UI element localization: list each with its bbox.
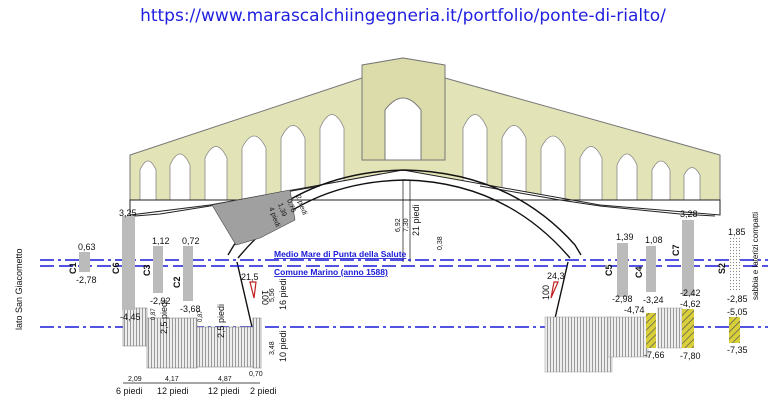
- bore-c5: [617, 243, 628, 297]
- slope-right-base: 100: [541, 285, 551, 300]
- c6-bottom: -4,45: [120, 312, 141, 322]
- pile-piedi: 10 piedi: [278, 330, 288, 362]
- span-3-m: 4,87: [218, 376, 232, 383]
- side-label: lato San Giacometto: [14, 248, 24, 330]
- span-2-m: 4,17: [165, 376, 179, 383]
- bore-c3: [153, 246, 163, 293]
- c3-bottom: -2,92: [150, 296, 171, 306]
- bore-s2: [729, 238, 740, 292]
- span-4-m: 0,70: [249, 371, 263, 378]
- arcade-arches: [139, 114, 701, 201]
- s2-name: S2: [717, 263, 727, 274]
- c6-name: C6: [111, 262, 121, 274]
- bore-c2: [183, 246, 193, 301]
- bore-s2-deep: [729, 317, 740, 343]
- step-2: 0,87: [198, 310, 204, 322]
- slope-marker-right: [550, 281, 559, 299]
- arch-base-offset: 0,38: [437, 236, 444, 250]
- c5-name: C5: [604, 264, 614, 276]
- bore-c6: [122, 216, 135, 310]
- span-1-m: 2,09: [128, 376, 142, 383]
- step-1-piedi: 2,5 piedi: [159, 300, 169, 334]
- left-foundation-piles: [122, 307, 262, 369]
- s2-deep-bottom: -7,35: [727, 345, 748, 355]
- c2-top: 0,72: [182, 236, 200, 246]
- step-2-piedi: 2,5 piedi: [216, 304, 226, 338]
- label-medio-mare: Medio Mare di Punta della Salute: [274, 249, 407, 259]
- bridge-superstructure: [129, 57, 721, 217]
- arch-rise: 6,92: [395, 218, 402, 232]
- c3-top: 1,12: [152, 236, 170, 246]
- slope-marker-left: [249, 281, 257, 299]
- span-3-piedi: 12 piedi: [208, 386, 240, 396]
- c3-name: C3: [142, 264, 152, 276]
- labels: lato San Giacometto 0,63 -2,78 C1 3,25 -…: [14, 194, 760, 396]
- slope-right: 24,3: [547, 271, 565, 281]
- c4-top: 1,08: [645, 235, 663, 245]
- abutment-height: 5,56: [269, 288, 276, 302]
- bore-columns: [79, 216, 740, 348]
- c6-top: 3,25: [119, 208, 137, 218]
- s2-note: sabbia e laterizi compatti: [751, 212, 760, 300]
- c7-deep-bottom: -7,80: [680, 351, 701, 361]
- c7-bottom: -2,42: [680, 288, 701, 298]
- bore-c7-deep: [682, 309, 694, 348]
- s2-top: 1,85: [728, 227, 746, 237]
- c7-name: C7: [671, 244, 681, 256]
- right-foundation-piles: [544, 307, 683, 373]
- span-4-piedi: 2 piedi: [250, 386, 277, 396]
- c1-bottom: -2,78: [76, 275, 97, 285]
- c4-deep-bottom: -7,66: [644, 350, 665, 360]
- span-1-piedi: 6 piedi: [116, 386, 143, 396]
- ring-3: 1,39: [276, 202, 287, 217]
- pile-depth: 3,48: [269, 341, 276, 355]
- label-comune-marino: Comune Marino (anno 1588): [274, 267, 388, 277]
- c1-top: 0,63: [78, 242, 96, 252]
- c2-bottom: -3,68: [180, 304, 201, 314]
- arch-rise-2: 7,30: [403, 218, 410, 232]
- main-arch: [211, 169, 582, 328]
- c5-bottom: -2,98: [612, 294, 633, 304]
- c7-top: 3,28: [680, 209, 698, 219]
- c7-deep-top: -4,62: [680, 299, 701, 309]
- c2-name: C2: [172, 276, 182, 288]
- c4-deep-top: -4,74: [624, 305, 645, 315]
- abutment-piedi: 16 piedi: [278, 278, 288, 310]
- c5-top: 1,39: [616, 232, 634, 242]
- c1-name: C1: [68, 262, 78, 274]
- bore-c4-deep: [646, 313, 656, 348]
- bore-c1: [79, 252, 90, 272]
- s2-bottom: -2,85: [727, 294, 748, 304]
- ring-2: 0,70: [285, 198, 296, 213]
- bore-c7: [682, 220, 694, 296]
- bore-c4: [646, 246, 656, 292]
- c4-bottom: -3,24: [643, 295, 664, 305]
- span-2-piedi: 12 piedi: [157, 386, 189, 396]
- c4-name: C4: [634, 266, 644, 278]
- slope-left-base: 100: [260, 290, 270, 305]
- step-1: 0,87: [151, 308, 157, 320]
- s2-deep-top: -5,05: [727, 307, 748, 317]
- arch-rise-piedi: 21 piedi: [411, 204, 421, 236]
- slope-left: 21,5: [241, 272, 259, 282]
- source-url[interactable]: https://www.marascalchiingegneria.it/por…: [140, 6, 666, 26]
